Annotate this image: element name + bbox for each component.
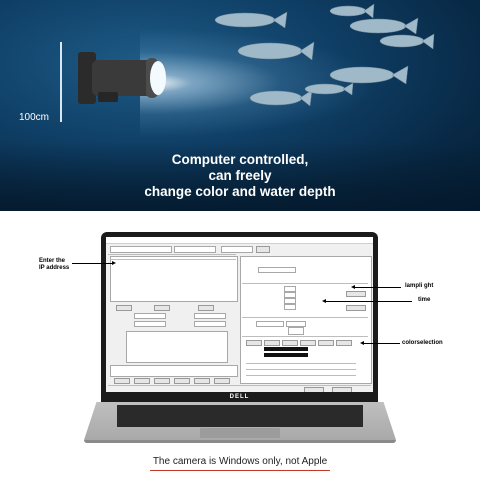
callout-ip-line-1: Enter the xyxy=(39,258,66,264)
callout-color-selection: colorselection xyxy=(402,340,443,346)
sw-field xyxy=(256,321,284,327)
software-title-bar xyxy=(106,237,373,244)
arrow-time xyxy=(322,299,412,303)
sw-button xyxy=(154,378,170,384)
sw-field xyxy=(258,267,296,273)
sw-button xyxy=(214,378,230,384)
arrow-color xyxy=(360,341,400,345)
sw-divider xyxy=(242,336,368,337)
software-screenshot xyxy=(106,237,373,392)
sw-field xyxy=(284,292,296,298)
underwater-banner: 100cm Computer controlled, can freely ch… xyxy=(0,0,480,211)
sw-field xyxy=(284,304,296,310)
sw-button xyxy=(346,305,366,311)
fish-4 xyxy=(379,33,435,50)
sw-button xyxy=(282,340,298,346)
fish-2 xyxy=(329,3,375,19)
sw-light-panel xyxy=(240,256,372,384)
sw-button xyxy=(246,340,262,346)
depth-marker-line xyxy=(60,42,62,122)
depth-label: 100cm xyxy=(19,112,50,123)
seabed-shade xyxy=(0,141,480,211)
laptop-base-edge xyxy=(84,440,396,443)
sw-slider xyxy=(246,363,356,364)
fish-6 xyxy=(329,65,409,85)
sw-button xyxy=(174,378,190,384)
arrow-ip xyxy=(72,261,116,265)
sw-button xyxy=(300,340,316,346)
sw-button xyxy=(318,340,334,346)
sw-button xyxy=(264,340,280,346)
fish-5 xyxy=(237,41,315,61)
sw-button xyxy=(256,246,270,253)
sw-button xyxy=(154,305,170,311)
headline-line-1: Computer controlled, xyxy=(171,152,309,167)
sw-divider xyxy=(108,385,371,386)
callout-ip-line-2: IP address xyxy=(39,265,70,271)
sw-slider xyxy=(246,369,356,370)
callout-ip-address: Enter the IP address xyxy=(39,258,69,272)
footer-underline xyxy=(150,470,330,471)
fish-8 xyxy=(304,82,354,96)
sw-button xyxy=(336,340,352,346)
laptop-brand-logo: DELL xyxy=(229,394,250,400)
sw-button xyxy=(134,378,150,384)
sw-info-group xyxy=(110,365,238,377)
sw-slider xyxy=(246,375,356,376)
sw-field xyxy=(221,246,253,253)
sw-field xyxy=(194,313,226,319)
sw-button xyxy=(332,387,352,392)
sw-field xyxy=(134,321,166,327)
sw-device-list xyxy=(110,256,238,302)
sw-field xyxy=(134,313,166,319)
sw-divider xyxy=(108,254,236,255)
sw-field xyxy=(194,321,226,327)
fish-school-image xyxy=(78,3,435,107)
sw-button xyxy=(304,387,324,392)
underwater-lamp xyxy=(78,52,166,104)
compatibility-note: The camera is Windows only, not Apple xyxy=(152,456,328,467)
headline-line-3: change color and water depth xyxy=(144,184,336,199)
laptop-keyboard xyxy=(117,405,363,427)
headline-line-2: can freely xyxy=(208,168,272,183)
sw-color-bar xyxy=(264,347,308,351)
arrow-lamplight xyxy=(351,285,401,289)
sw-field xyxy=(174,246,216,253)
fish-1 xyxy=(214,11,288,29)
sw-color-bar xyxy=(264,353,308,357)
laptop-touchpad xyxy=(200,428,280,438)
sw-divider xyxy=(242,283,368,284)
callout-time: time xyxy=(418,297,431,303)
fish-7 xyxy=(249,89,313,107)
sw-button xyxy=(346,291,366,297)
callout-lamplight: lampli ght xyxy=(405,283,434,289)
sw-divider xyxy=(242,317,368,318)
sw-field xyxy=(288,327,304,335)
sw-field xyxy=(284,298,296,304)
banner-headline: Computer controlled, can freely change c… xyxy=(0,152,480,200)
sw-divider xyxy=(110,259,236,260)
sw-field xyxy=(284,286,296,292)
sw-field xyxy=(110,246,172,253)
fish-3 xyxy=(349,17,419,35)
sw-button xyxy=(114,378,130,384)
sw-button xyxy=(198,305,214,311)
sw-button xyxy=(116,305,132,311)
sw-button xyxy=(194,378,210,384)
sw-settings-group xyxy=(126,331,228,363)
sw-field xyxy=(286,321,306,327)
